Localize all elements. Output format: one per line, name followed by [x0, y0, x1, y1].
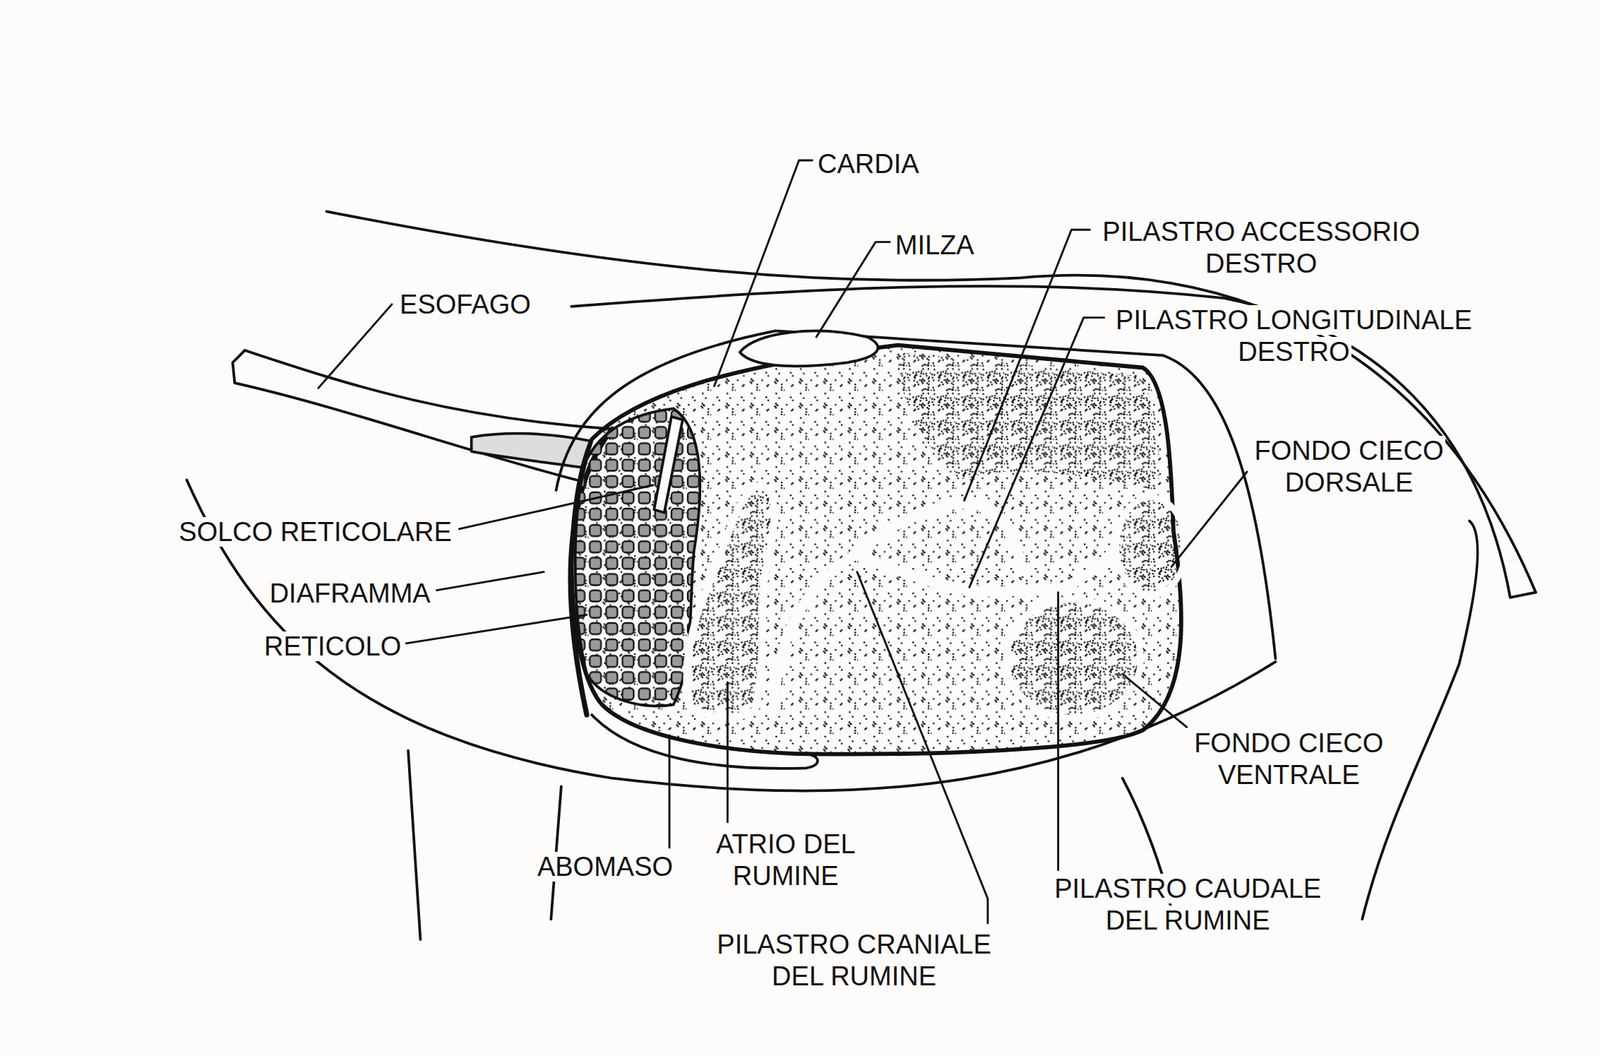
leg-line: [1362, 520, 1478, 919]
label-text: PILASTRO LONGITUDINALE DESTRO: [1114, 305, 1474, 367]
reticulum: [575, 408, 701, 706]
part-label: DIAFRAMMA: [247, 577, 452, 610]
label-text: PILASTRO CRANIALE DEL RUMINE: [715, 929, 993, 991]
part-label: MILZA: [878, 229, 991, 262]
label-text: RETICOLO: [262, 631, 403, 661]
leader-line: [1171, 471, 1247, 567]
label-text: ESOFAGO: [398, 289, 533, 320]
label-text: DIAFRAMMA: [268, 578, 433, 608]
reticular-groove: [653, 416, 683, 513]
dorsal-blind-sac: [1116, 497, 1186, 596]
leader-line: [857, 571, 988, 923]
part-label: FONDO CIECO DORSALE: [1234, 434, 1464, 499]
esophagus: [245, 350, 613, 429]
label-text: PILASTRO CAUDALE DEL RUMINE: [1052, 873, 1323, 935]
part-label: RETICOLO: [240, 630, 425, 663]
leader-line: [1057, 592, 1060, 870]
part-label: PILASTRO CRANIALE DEL RUMINE: [698, 928, 1010, 993]
leader-line: [406, 614, 587, 643]
part-label: PILASTRO LONGITUDINALE DESTRO: [1097, 304, 1490, 368]
label-text: ABOMASO: [535, 851, 675, 882]
leader-line: [668, 735, 671, 848]
label-text: CARDIA: [816, 148, 921, 179]
spleen: [739, 331, 879, 367]
label-text: PILASTRO ACCESSORIO DESTRO: [1100, 216, 1422, 279]
leader-line: [458, 485, 654, 529]
leader-line: [714, 160, 813, 387]
rumen-atrium: [687, 485, 775, 717]
part-label: ESOFAGO: [373, 288, 558, 321]
leader-line: [969, 317, 1105, 588]
label-text: FONDO CIECO VENTRALE: [1192, 727, 1385, 790]
label-text: SOLCO RETICOLARE: [177, 516, 453, 547]
leader-line: [964, 229, 1091, 500]
ventral-blind-sac: [1006, 599, 1142, 719]
part-label: PILASTRO CAUDALE DEL RUMINE: [1037, 872, 1339, 937]
part-label: ATRIO DEL RUMINE: [699, 828, 872, 892]
part-label: CARDIA: [797, 148, 940, 181]
rumen: [571, 345, 1182, 755]
label-text: FONDO CIECO DORSALE: [1252, 435, 1445, 498]
leader-line: [318, 304, 392, 389]
part-label: ABOMASO: [513, 850, 697, 883]
leader-line: [1122, 673, 1187, 727]
rumen-pillar: [867, 559, 1067, 591]
part-label: SOLCO RETICOLARE: [151, 516, 479, 548]
leader-line: [437, 571, 545, 591]
leader-line: [816, 242, 890, 337]
rumen-pillar: [773, 556, 852, 715]
label-text: ATRIO DEL RUMINE: [714, 828, 858, 891]
rumen-dorsal-dark: [898, 352, 1160, 491]
part-label: FONDO CIECO VENTRALE: [1174, 727, 1404, 791]
leg-line: [408, 750, 421, 940]
leader-line: [726, 682, 729, 822]
label-text: MILZA: [893, 230, 976, 260]
part-label: PILASTRO ACCESSORIO DESTRO: [1085, 216, 1438, 280]
